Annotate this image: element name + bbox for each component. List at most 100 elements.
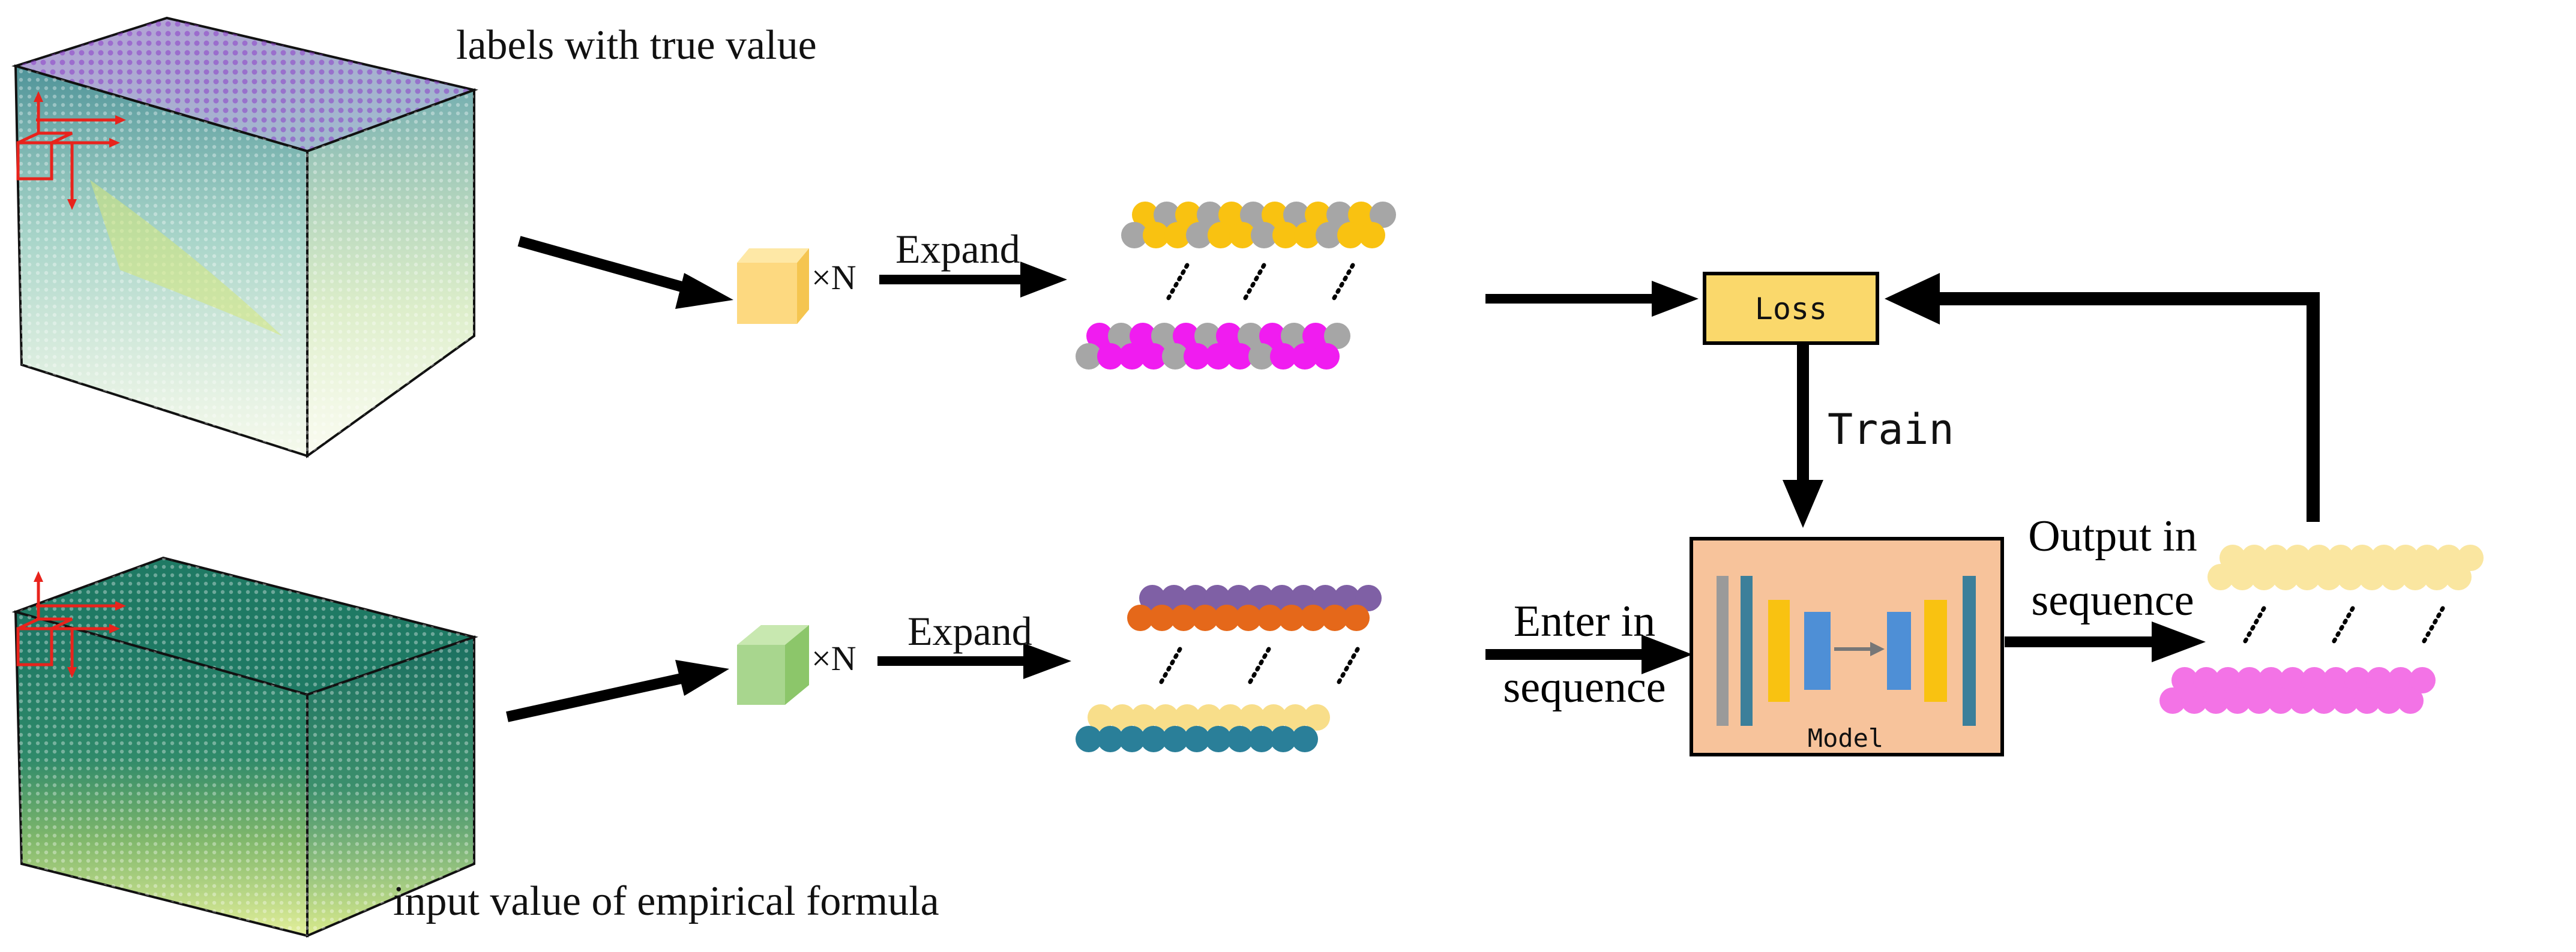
sequence-dot <box>1248 343 1275 370</box>
sequence-dot <box>1164 222 1191 248</box>
small-green-cube <box>737 625 809 705</box>
input-seq-row-2a <box>1088 704 1330 731</box>
sequence-dot <box>1204 585 1230 611</box>
sequence-dot <box>1260 704 1287 731</box>
label-seq-ellipsis <box>1164 263 1355 304</box>
sequence-dot <box>1162 343 1188 370</box>
bottom-axis-marker <box>16 576 120 672</box>
sequence-dot <box>1316 222 1342 248</box>
sequence-dot <box>1143 222 1169 248</box>
sequence-dot <box>1262 202 1288 228</box>
model-box: Model <box>1690 537 2004 756</box>
ellipsis-dots <box>1157 647 1182 687</box>
sequence-dot <box>1139 585 1166 611</box>
sequence-dot <box>1151 323 1178 349</box>
sequence-dot <box>1149 605 1175 631</box>
sequence-dot <box>1184 343 1210 370</box>
sequence-dot <box>2388 667 2414 693</box>
sequence-dot <box>1097 726 1124 752</box>
sequence-dot <box>1370 202 1396 228</box>
output-label-line2: sequence <box>2031 576 2194 625</box>
sequence-dot <box>2424 564 2450 590</box>
sequence-dot <box>1337 222 1364 248</box>
sequence-dot <box>2251 564 2277 590</box>
sequence-dot <box>1076 726 1102 752</box>
times-n-bottom: ×N <box>811 639 856 678</box>
arrow-bottom-cube-to-block <box>506 660 729 722</box>
sequence-dot <box>2380 564 2407 590</box>
sequence-dot <box>1214 605 1240 631</box>
sequence-dot <box>2203 687 2229 714</box>
train-label: Train <box>1828 405 1954 454</box>
sequence-dot <box>2301 667 2328 693</box>
sequence-dot <box>1290 585 1317 611</box>
sequence-dot <box>1272 222 1299 248</box>
sequence-dot <box>1239 704 1265 731</box>
ellipsis-dots <box>1241 263 1266 304</box>
sequence-dot <box>1109 704 1136 731</box>
sequence-dot <box>1283 202 1310 228</box>
label-seq-row-2a <box>1086 323 1350 349</box>
sequence-dot <box>1182 585 1209 611</box>
sequence-dot <box>1140 343 1167 370</box>
sequence-dot <box>1162 726 1188 752</box>
sequence-dot <box>1294 222 1320 248</box>
sequence-dot <box>2323 667 2349 693</box>
sequence-dot <box>1119 343 1145 370</box>
enter-label-line1: Enter in <box>1514 597 1655 646</box>
sequence-dot <box>2294 564 2320 590</box>
sequence-dot <box>1270 726 1296 752</box>
top-axis-marker <box>16 96 120 204</box>
sequence-dot <box>1305 202 1331 228</box>
expand-arrow-bottom <box>877 643 1071 679</box>
enter-sequence-arrow <box>1485 635 1693 674</box>
sequence-dot <box>2359 564 2385 590</box>
sequence-dot <box>2332 687 2359 714</box>
sequence-dot <box>1304 704 1330 731</box>
sequence-dot <box>2376 687 2402 714</box>
small-yellow-cube <box>737 248 809 324</box>
loss-label: Loss <box>1755 292 1827 326</box>
ellipsis-dots <box>1330 263 1355 304</box>
bottom-input-cube <box>11 556 478 938</box>
sequence-dot <box>1186 222 1212 248</box>
enter-label-line2: sequence <box>1503 663 1666 712</box>
train-arrow <box>1783 345 1823 528</box>
ellipsis-dots <box>2330 606 2355 647</box>
sequence-dot <box>2457 545 2484 571</box>
sequence-dot <box>1197 202 1223 228</box>
output-seq-ellipsis <box>2241 606 2445 647</box>
sequence-dot <box>1282 704 1308 731</box>
sequence-dot <box>2311 687 2337 714</box>
sequence-dot <box>1174 704 1200 731</box>
sequence-dot <box>1270 343 1296 370</box>
sequence-dot <box>1251 222 1277 248</box>
sequence-dot <box>2246 687 2272 714</box>
input-seq-ellipsis <box>1157 647 1360 687</box>
sequence-dot <box>1088 704 1114 731</box>
sequence-dot <box>1218 202 1245 228</box>
sequence-dot <box>1152 704 1179 731</box>
model-label: Model <box>1808 723 1883 753</box>
output-sequence-arrow <box>2005 621 2206 662</box>
sequence-dot <box>1097 343 1124 370</box>
sequence-dot <box>1302 323 1329 349</box>
sequence-dot <box>2354 687 2380 714</box>
sequence-dot <box>1343 605 1370 631</box>
sequence-dot <box>1173 323 1199 349</box>
sequence-dot <box>2366 667 2392 693</box>
sequence-dot <box>1216 323 1242 349</box>
sequence-dot <box>2207 564 2234 590</box>
sequence-dot <box>1205 343 1232 370</box>
sequence-dot <box>2181 687 2207 714</box>
model-output-bar-teal <box>1963 576 1976 726</box>
sequence-dot <box>2215 667 2241 693</box>
sequence-dot <box>1229 222 1256 248</box>
sequence-dot <box>1196 704 1222 731</box>
sequence-dot <box>1086 323 1113 349</box>
sequence-dot <box>1175 202 1202 228</box>
model-encoder-bar-yellow <box>1768 600 1790 702</box>
sequence-dot <box>2171 667 2198 693</box>
model-input-bar-gray <box>1717 576 1729 726</box>
